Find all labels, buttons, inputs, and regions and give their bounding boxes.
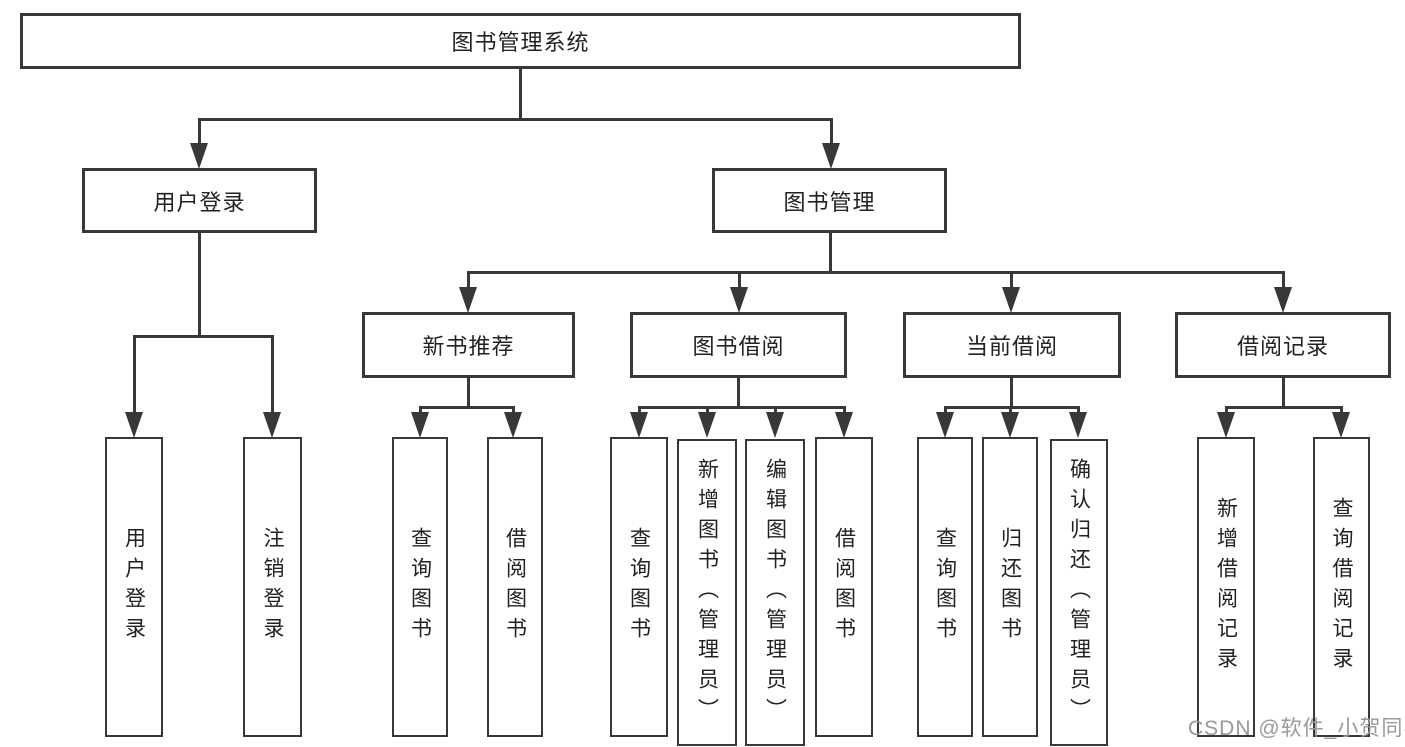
leaf-borrow-add-book-admin: 新增图书（管理员） (677, 439, 737, 746)
arrowhead-icon (822, 143, 840, 169)
connector-manage-drop (830, 118, 833, 146)
arrowhead-icon (730, 287, 748, 313)
arrowhead-icon (1002, 287, 1020, 313)
leaf-borrow-borrow-books: 借阅图书 (815, 437, 873, 737)
arrowhead-icon (459, 287, 477, 313)
connector-borrow-leaf4-drop (843, 406, 846, 414)
arrowhead-icon (936, 412, 954, 438)
node-user-login: 用户登录 (82, 168, 317, 233)
node-borrow-records: 借阅记录 (1175, 312, 1391, 378)
connector-records-leaf1-drop (1225, 406, 1228, 414)
arrowhead-icon (504, 412, 522, 438)
connector-login-stem (198, 231, 201, 338)
connector-recommend-stem (467, 376, 470, 409)
arrowhead-icon (263, 412, 281, 438)
connector-recommend-rail (419, 406, 515, 409)
arrowhead-icon (766, 412, 784, 438)
connector-current-stem (1010, 376, 1013, 409)
connector-recommend-leaf2-drop (512, 406, 515, 414)
arrowhead-icon (190, 143, 208, 169)
connector-records-leaf2-drop (1340, 406, 1343, 414)
connector-level3-rail (467, 271, 1284, 274)
leaf-current-query-books: 查询图书 (917, 437, 973, 737)
leaf-borrow-edit-book-admin: 编辑图书（管理员） (745, 439, 805, 746)
connector-login-rail (133, 335, 274, 338)
connector-records-stem (1282, 376, 1285, 409)
arrowhead-icon (1332, 412, 1350, 438)
arrowhead-icon (630, 412, 648, 438)
leaf-records-query-record: 查询借阅记录 (1313, 437, 1370, 737)
leaf-current-return-books: 归还图书 (982, 437, 1038, 737)
node-library-system: 图书管理系统 (20, 13, 1021, 69)
connector-borrow-stem (737, 376, 740, 409)
connector-login-leaf1-drop (133, 335, 136, 413)
connector-current-leaf1-drop (944, 406, 947, 414)
node-new-book-recommend: 新书推荐 (362, 312, 575, 378)
connector-level2-rail (198, 118, 832, 121)
arrowhead-icon (1217, 412, 1235, 438)
arrowhead-icon (1001, 412, 1019, 438)
connector-root-stem (519, 66, 522, 121)
connector-borrow-leaf3-drop (774, 406, 777, 414)
connector-recommend-drop (467, 271, 470, 289)
connector-borrow-leaf1-drop (638, 406, 641, 414)
csdn-watermark: CSDN @软件_小贺同学 (1188, 717, 1405, 740)
connector-records-rail (1225, 406, 1343, 409)
connector-recommend-leaf1-drop (419, 406, 422, 414)
node-current-borrow: 当前借阅 (903, 312, 1121, 378)
leaf-current-confirm-return-admin: 确认归还（管理员） (1050, 439, 1108, 746)
connector-current-leaf2-drop (1009, 406, 1012, 414)
connector-borrow-leaf2-drop (706, 406, 709, 414)
arrowhead-icon (1274, 287, 1292, 313)
leaf-records-add-record: 新增借阅记录 (1197, 437, 1255, 737)
connector-manage-stem (829, 231, 832, 274)
arrowhead-icon (411, 412, 429, 438)
connector-login-leaf2-drop (271, 335, 274, 413)
arrowhead-icon (698, 412, 716, 438)
leaf-user-login: 用户登录 (105, 437, 163, 737)
leaf-recommend-borrow-books: 借阅图书 (487, 437, 543, 737)
arrowhead-icon (835, 412, 853, 438)
connector-records-drop (1282, 271, 1285, 289)
connector-current-drop (1010, 271, 1013, 289)
connector-current-leaf3-drop (1077, 406, 1080, 414)
node-book-management: 图书管理 (712, 168, 947, 233)
leaf-borrow-query-books: 查询图书 (610, 437, 668, 737)
connector-borrow-drop (738, 271, 741, 289)
connector-borrow-rail (638, 406, 845, 409)
arrowhead-icon (1069, 412, 1087, 438)
arrowhead-icon (125, 412, 143, 438)
connector-current-rail (944, 406, 1080, 409)
connector-login-drop (198, 118, 201, 146)
leaf-logout: 注销登录 (243, 437, 302, 737)
node-book-borrow: 图书借阅 (630, 312, 847, 378)
leaf-recommend-query-books: 查询图书 (392, 437, 448, 737)
